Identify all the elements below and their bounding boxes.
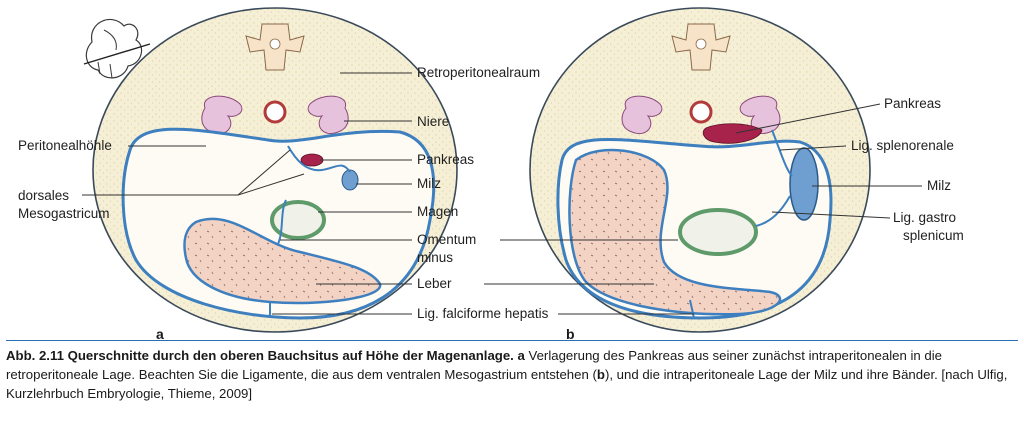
panel-a-vertebra: [245, 23, 305, 71]
caption-marker-a: a: [517, 348, 525, 363]
label-pankreas-b: Pankreas: [884, 96, 942, 111]
panel-b-liver: [568, 148, 782, 316]
label-minus: minus: [417, 250, 454, 265]
figure-artwork: [82, 7, 922, 333]
leader-pankreas-b: [735, 103, 881, 134]
label-pankreas-center: Pankreas: [417, 152, 475, 167]
label-lig-gastro: Lig. gastro: [893, 210, 957, 225]
leader-lig-splenorenale: [779, 145, 847, 151]
panel-b-section: [529, 7, 871, 333]
label-omentum: Omentum: [417, 232, 477, 247]
leader-mesogastricum-2: [237, 173, 305, 196]
caption-text-1: Verlagerung des Pankreas aus seiner zunä…: [6, 348, 942, 382]
leader-lig-gastro: [771, 211, 891, 219]
leader-lines: [82, 72, 922, 315]
panel-a-liver: [183, 217, 382, 305]
panel-b-aorta: [689, 100, 713, 124]
label-splenicum: splenicum: [903, 228, 964, 243]
label-magen: Magen: [417, 204, 459, 219]
label-lig-splenorenale: Lig. splenorenale: [851, 138, 954, 153]
label-lig-falciforme: Lig. falciforme hepatis: [417, 306, 549, 321]
label-retroperitonealraum: Retroperitonealraum: [417, 65, 541, 80]
panel-b-vertebra: [671, 23, 731, 71]
caption-rule: [6, 340, 1018, 341]
caption-title: Querschnitte durch den oberen Bauchsitus…: [67, 348, 514, 363]
label-peritonealhoehle: Peritonealhöhle: [18, 138, 112, 153]
panel-b-pancreas: [702, 123, 763, 144]
panel-a-pancreas: [300, 153, 324, 167]
label-leber: Leber: [417, 276, 452, 291]
panel-b-kidney-right: [739, 95, 781, 134]
label-mesogastricum: Mesogastricum: [18, 206, 110, 221]
panel-letter-a: a: [156, 326, 164, 342]
panel-b-kidney-left: [621, 95, 663, 134]
panel-b-stomach: [678, 208, 758, 256]
label-dorsales: dorsales: [18, 188, 70, 203]
panel-b-spleen: [789, 147, 819, 221]
figure: Peritonealhöhle dorsales Mesogastricum R…: [18, 7, 964, 342]
label-niere: Niere: [417, 114, 450, 129]
label-milz-b: Milz: [927, 178, 951, 193]
caption-text-2: ), und die intraperitoneale Lage der Mil…: [6, 367, 1008, 401]
panel-a-stomach: [270, 200, 326, 240]
panel-a-spleen: [341, 169, 359, 191]
panel-a-section: [92, 7, 458, 333]
panel-a-aorta: [263, 100, 287, 124]
embryo-orientation-icon: [83, 18, 151, 79]
figure-caption: Abb. 2.11 Querschnitte durch den oberen …: [6, 346, 1018, 403]
caption-marker-b: b: [596, 367, 605, 382]
label-milz-center: Milz: [417, 176, 441, 191]
caption-label: Abb. 2.11: [6, 348, 64, 363]
panel-letter-b: b: [566, 326, 575, 342]
panel-a-kidney-left: [201, 95, 243, 134]
panel-a-kidney-right: [307, 95, 349, 134]
